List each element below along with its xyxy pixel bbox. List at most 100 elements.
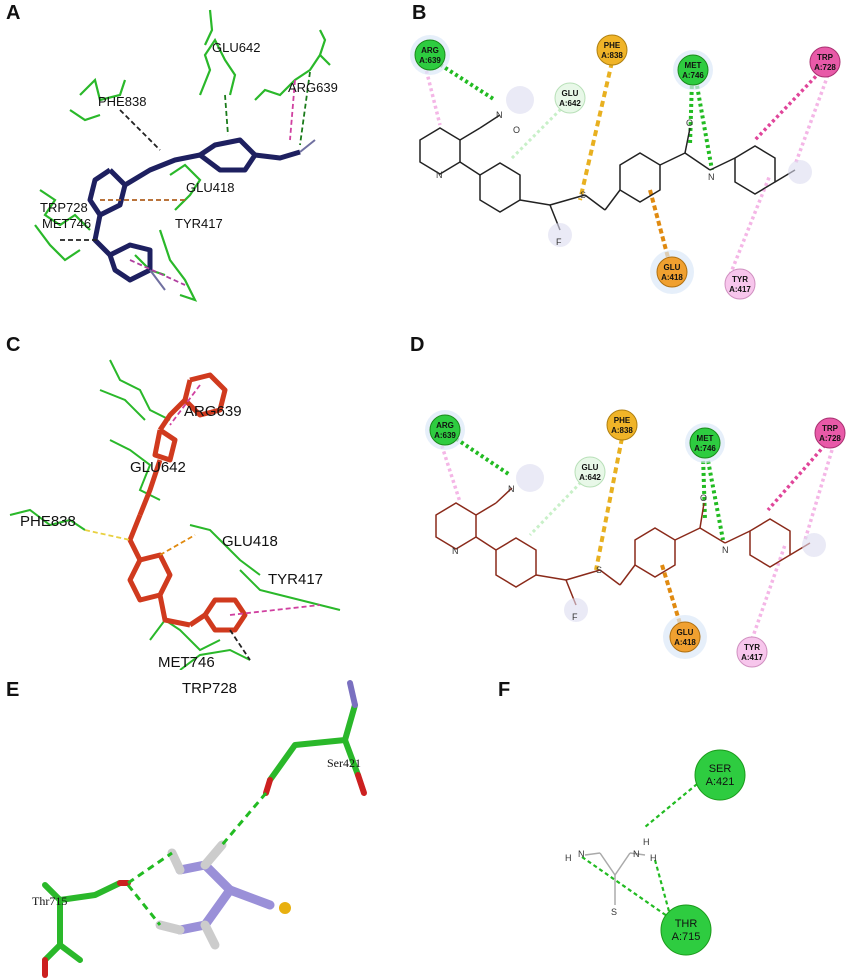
atom-b-n1: N (436, 170, 443, 180)
svg-text:ARG: ARG (421, 46, 439, 55)
panel-b-label: B (412, 2, 427, 24)
res-label-c-6: TRP728 (182, 680, 238, 697)
svg-text:TYR: TYR (744, 643, 760, 652)
svg-text:A:417: A:417 (741, 653, 763, 662)
ligand-b (419, 114, 796, 231)
interactions-a (60, 71, 311, 286)
svg-text:A:418: A:418 (674, 638, 696, 647)
svg-text:TRP: TRP (822, 424, 839, 433)
panel-f: F H N N H H S SER A:421 THR A:715 (430, 675, 858, 979)
svg-text:A:639: A:639 (419, 56, 441, 65)
bubble-d-6: TYR A:417 (736, 636, 768, 668)
bubble-f-1: THR A:715 (660, 904, 712, 956)
svg-text:SER: SER (709, 763, 732, 775)
svg-text:A:421: A:421 (706, 776, 735, 788)
ligand-a-detail (149, 139, 316, 291)
res-label-c-0: ARG639 (184, 403, 242, 420)
hbonds-e (126, 792, 268, 926)
svg-text:A:728: A:728 (819, 434, 841, 443)
panel-a-label: A (6, 2, 21, 24)
svg-text:GLU: GLU (582, 463, 599, 472)
interactions-d (438, 430, 834, 646)
atom-b-o: O (513, 125, 520, 135)
res-label-c-1: GLU642 (130, 459, 186, 476)
hbonds-f (581, 774, 709, 926)
res-label-a-2: PHE838 (98, 94, 146, 109)
atom-f-h3: H (650, 853, 657, 863)
halo-b-2 (548, 223, 572, 247)
res-label-a-4: TRP728 (40, 200, 88, 215)
svg-text:A:728: A:728 (814, 63, 836, 72)
atom-d-o: O (700, 493, 707, 503)
bubble-b-1: PHE A:838 (596, 34, 628, 66)
svg-text:A:715: A:715 (672, 931, 701, 943)
panel-c-label: C (6, 334, 21, 356)
halo-b-1 (506, 86, 534, 114)
atom-d-s: S (596, 565, 602, 575)
halo-b-3 (788, 160, 812, 184)
interactions-b (423, 56, 830, 276)
res-label-a-6: TYR417 (175, 216, 223, 231)
bubble-b-5: GLU A:418 (650, 250, 694, 294)
bubble-d-1: PHE A:838 (606, 409, 638, 441)
atom-d-f: F (572, 612, 578, 622)
panel-a-3d-view: GLU642 ARG639 PHE838 GLU418 TRP728 MET74… (34, 9, 338, 302)
panel-e: E Ser421 Th (0, 675, 420, 979)
interactions-c (84, 384, 321, 661)
atom-b-s: S (580, 190, 586, 200)
res-label-a-5: MET746 (42, 216, 91, 231)
svg-text:TRP: TRP (817, 53, 834, 62)
atom-f-n2: N (633, 849, 640, 859)
res-label-a-1: ARG639 (288, 80, 338, 95)
atom-b-f: F (556, 237, 562, 247)
thiourea-2d (584, 852, 646, 905)
svg-text:ARG: ARG (436, 421, 454, 430)
bubble-b-3: MET A:746 (673, 50, 713, 90)
halo-d-1 (516, 464, 544, 492)
svg-text:A:639: A:639 (434, 431, 456, 440)
panel-c-3d-view: ARG639 GLU642 PHE838 GLU418 TYR417 MET74… (9, 359, 341, 670)
thr715-stick (42, 880, 131, 978)
atom-d-n3: N (722, 545, 729, 555)
res-label-c-5-visible: MET746 (158, 654, 215, 671)
res-label-a-3: GLU418 (186, 180, 234, 195)
res-label-c-2: PHE838 (20, 513, 76, 530)
atom-f-n1: N (578, 849, 585, 859)
halo-d-2 (564, 598, 588, 622)
res-label-a-0: GLU642 (212, 40, 260, 55)
res-label-c-4: TYR417 (268, 571, 323, 588)
halo-d-3 (802, 533, 826, 557)
svg-text:GLU: GLU (664, 263, 681, 272)
svg-text:MET: MET (685, 61, 702, 70)
svg-text:THR: THR (675, 918, 698, 930)
res-label-e-1: Thr715 (32, 894, 67, 908)
svg-text:GLU: GLU (677, 628, 694, 637)
svg-text:A:642: A:642 (579, 473, 601, 482)
svg-text:MET: MET (697, 434, 714, 443)
bubble-b-4: TRP A:728 (809, 46, 841, 78)
panel-f-label: F (498, 679, 511, 701)
atom-b-n3: N (708, 172, 715, 182)
svg-text:GLU: GLU (562, 89, 579, 98)
bubble-b-6: TYR A:417 (724, 268, 756, 300)
ligand-c (127, 372, 248, 633)
ser421-stick (263, 680, 367, 796)
bubble-d-4: TRP A:728 (814, 417, 846, 449)
panel-e-label: E (6, 679, 20, 701)
bubble-b-0: ARG A:639 (410, 35, 450, 75)
bubble-d-3: MET A:746 (685, 423, 725, 463)
res-label-e-0: Ser421 (327, 756, 361, 770)
atom-f-h1: H (565, 853, 572, 863)
svg-text:TYR: TYR (732, 275, 748, 284)
atom-b-n2: N (496, 110, 503, 120)
panel-e-3d-view: Ser421 Thr715 (32, 680, 367, 978)
svg-text:A:746: A:746 (682, 71, 704, 80)
atom-d-n1: N (452, 546, 459, 556)
thiourea-stick (155, 840, 275, 950)
bubble-d-2: GLU A:642 (574, 456, 606, 488)
panel-b: B (400, 0, 858, 320)
svg-text:PHE: PHE (614, 416, 631, 425)
atom-d-n2: N (508, 484, 515, 494)
residue-sticks-c (9, 359, 341, 670)
bubble-d-5: GLU A:418 (663, 615, 707, 659)
